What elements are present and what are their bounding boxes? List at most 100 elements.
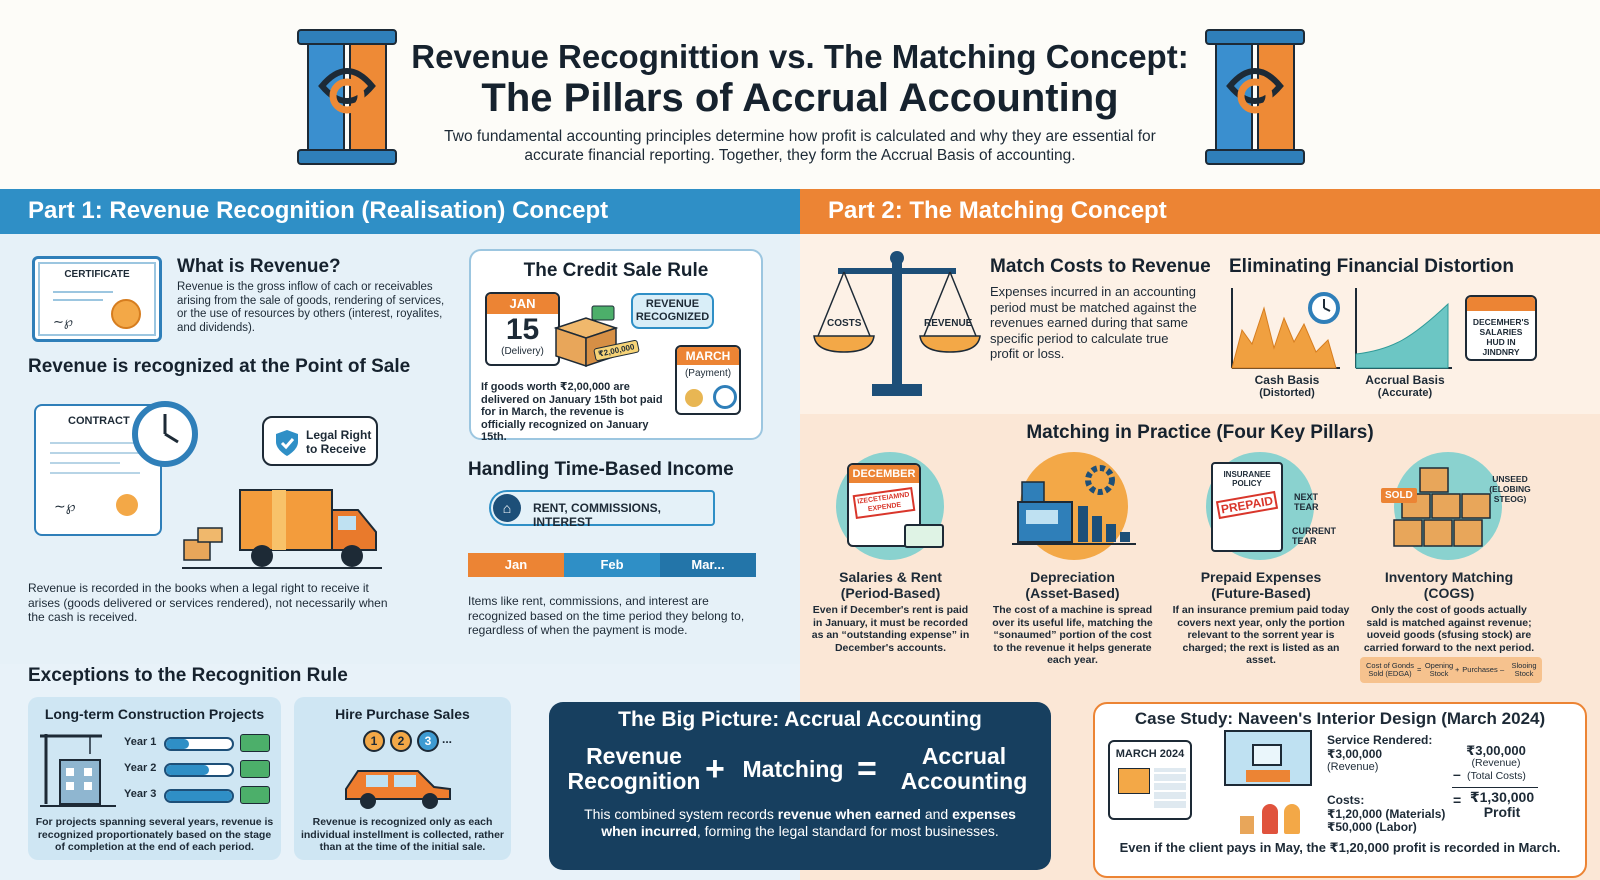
equation-term-3: Accrual Accounting [900, 743, 1028, 794]
revenue-label: REVENUE [924, 318, 973, 329]
year-1-bar [164, 737, 234, 751]
year-2-fill [166, 765, 209, 775]
pillar-2-title-block: Depreciation (Asset-Based) [990, 569, 1155, 601]
installment-step-2: 2 [390, 730, 412, 752]
big-picture-card: The Big Picture: Accrual Accounting Reve… [549, 702, 1051, 870]
year-3-bar [164, 789, 234, 803]
pillar-1-title: Salaries & Rent [839, 569, 942, 585]
pillar-1-title-block: Salaries & Rent (Period-Based) [808, 569, 973, 601]
case-study-footer: Even if the client pays in May, the ₹1,2… [1119, 840, 1561, 855]
big-picture-text-a: This combined system records [584, 806, 778, 822]
timeline: Jan Feb Mar... [468, 553, 756, 577]
workers-icon [1240, 800, 1316, 836]
cash-icon [240, 734, 270, 752]
room-icon [1224, 730, 1312, 786]
accrual-basis-chart [1355, 288, 1452, 369]
december-label: DECEMBER [849, 465, 919, 483]
calendar-grid-icon [1154, 768, 1186, 808]
legal-right-text: Legal Right to Receive [306, 428, 372, 456]
hire-purchase-text: Revenue is recognized only as each indiv… [300, 816, 505, 853]
service-sub: (Revenue) [1327, 761, 1379, 773]
pillar-3-title: Prepaid Expenses [1200, 569, 1322, 585]
bill-icon [904, 524, 944, 548]
unsold-label: UNSEED (ELOBING STEOG) [1489, 474, 1531, 504]
cash-icon [240, 760, 270, 778]
cogs-formula: Cost of Gonds Sold (EDGA) = Opening Stoc… [1360, 657, 1542, 683]
big-picture-text-e: , forming the legal standard for most bu… [696, 823, 999, 839]
calc-equals: = [1453, 792, 1462, 808]
construction-text: For projects spanning several years, rev… [35, 816, 274, 853]
point-of-sale-text: Revenue is recorded in the books when a … [28, 581, 388, 624]
prepaid-stamp: PREPAID [1215, 490, 1279, 520]
profit-block: ₹1,30,000 Profit [1464, 790, 1540, 820]
march-label: MARCH [677, 347, 739, 365]
pillar-3-title-block: Prepaid Expenses (Future-Based) [1177, 569, 1345, 601]
cash-icon [240, 786, 270, 804]
march-calendar-icon: MARCH (Payment) [675, 345, 741, 415]
jan-label: JAN [487, 294, 558, 314]
certificate-label: CERTIFICATE [64, 269, 130, 280]
clock-icon [132, 401, 198, 467]
pillar-4-subtitle: (COGS) [1423, 585, 1475, 601]
salary-calendar-text: DECEMHER'S SALARIES HUD IN JINDNRY [1472, 317, 1530, 357]
crane-building-icon [40, 734, 116, 807]
big-picture-text-d: expenses when incurred [601, 806, 1016, 839]
equation-term-2: Matching [742, 756, 844, 782]
cash-basis-label: Cash Basis (Distorted) [1237, 374, 1337, 400]
title-line-1: Revenue Recognittion vs. The Matching Co… [411, 38, 1189, 75]
cogs-purchases: Purchases [1462, 665, 1498, 674]
time-based-tag: ⌂ RENT, COMMISSIONS, INTEREST [489, 490, 715, 529]
payment-label: (Payment) [684, 368, 732, 379]
costs-label: COSTS [827, 318, 862, 329]
time-based-tag-text: RENT, COMMISSIONS, INTEREST [533, 501, 662, 529]
year-3-label: Year 3 [124, 788, 157, 800]
mini-clock-icon [713, 385, 737, 409]
expense-stamp: IZECETEIAMND EXPENDE [852, 486, 916, 520]
year-2-bar [164, 763, 234, 777]
calc-costs-sub: (Total Costs) [1467, 770, 1526, 782]
exceptions-heading: Exceptions to the Recognition Rule [28, 665, 348, 686]
accrual-basis-label: Accrual Basis (Accurate) [1355, 374, 1455, 400]
materials-cost: ₹1,20,000 (Materials) [1327, 806, 1446, 821]
calc-revenue-sub: (Revenue) [1471, 757, 1521, 769]
time-based-text: Items like rent, commissions, and intere… [468, 594, 745, 637]
timeline-jan: Jan [468, 553, 564, 577]
sold-tag: SOLD [1381, 488, 1417, 503]
time-based-heading: Handling Time-Based Income [468, 459, 734, 480]
year-2-label: Year 2 [124, 762, 157, 774]
calc-divider [1452, 787, 1538, 788]
shield-icon [276, 430, 298, 456]
big-picture-text-c: and [920, 806, 953, 822]
profit-label: Profit [1483, 804, 1521, 820]
pillar-2-subtitle: (Asset-Based) [1025, 585, 1120, 601]
pillar-4-title-block: Inventory Matching (COGS) [1365, 569, 1533, 601]
title-line-2: The Pillars of Accrual Accounting [481, 76, 1119, 120]
point-of-sale-heading: Revenue is recognized at the Point of Sa… [28, 356, 411, 377]
credit-sale-text: If goods worth ₹2,00,000 are delivered o… [481, 381, 663, 443]
cogs-eq: = [1417, 665, 1422, 674]
legal-right-bubble: Legal Right to Receive [262, 416, 378, 466]
timeline-feb: Feb [564, 553, 660, 577]
pillar-3-text: If an insurance premium paid today cover… [1172, 604, 1350, 666]
revenue-recognized-badge: REVENUE RECOGNIZED [631, 293, 714, 329]
credit-sale-heading: The Credit Sale Rule [523, 260, 709, 281]
year-1-fill [166, 739, 190, 749]
year-1-label: Year 1 [124, 736, 157, 748]
calc-revenue-amount: ₹3,00,000 [1466, 743, 1526, 758]
accrual-basis-title: Accrual Basis [1365, 373, 1445, 387]
next-year-label: NEXT TEAR [1294, 492, 1319, 512]
car-icon [345, 770, 451, 809]
installment-step-1: 1 [363, 730, 385, 752]
current-year-label: CURRENT TEAR [1292, 526, 1336, 546]
accrual-basis-sub: (Accurate) [1377, 387, 1433, 399]
money-bag-icon [685, 389, 703, 407]
pillar-4-text: Only the cost of goods actually sald is … [1363, 604, 1535, 654]
match-text: Expenses incurred in an accounting perio… [990, 284, 1197, 361]
what-revenue-text: Revenue is the gross inflow of cach or r… [177, 281, 445, 334]
construction-title: Long-term Construction Projects [44, 706, 265, 722]
year-3-fill [166, 791, 232, 801]
cogs-minus: – [1500, 665, 1505, 674]
pillar-right-icon [1205, 29, 1305, 165]
insurance-policy-icon: INSURANEE POLICY PREPAID [1211, 462, 1283, 552]
insurance-policy-label: INSURANEE POLICY [1223, 470, 1271, 488]
